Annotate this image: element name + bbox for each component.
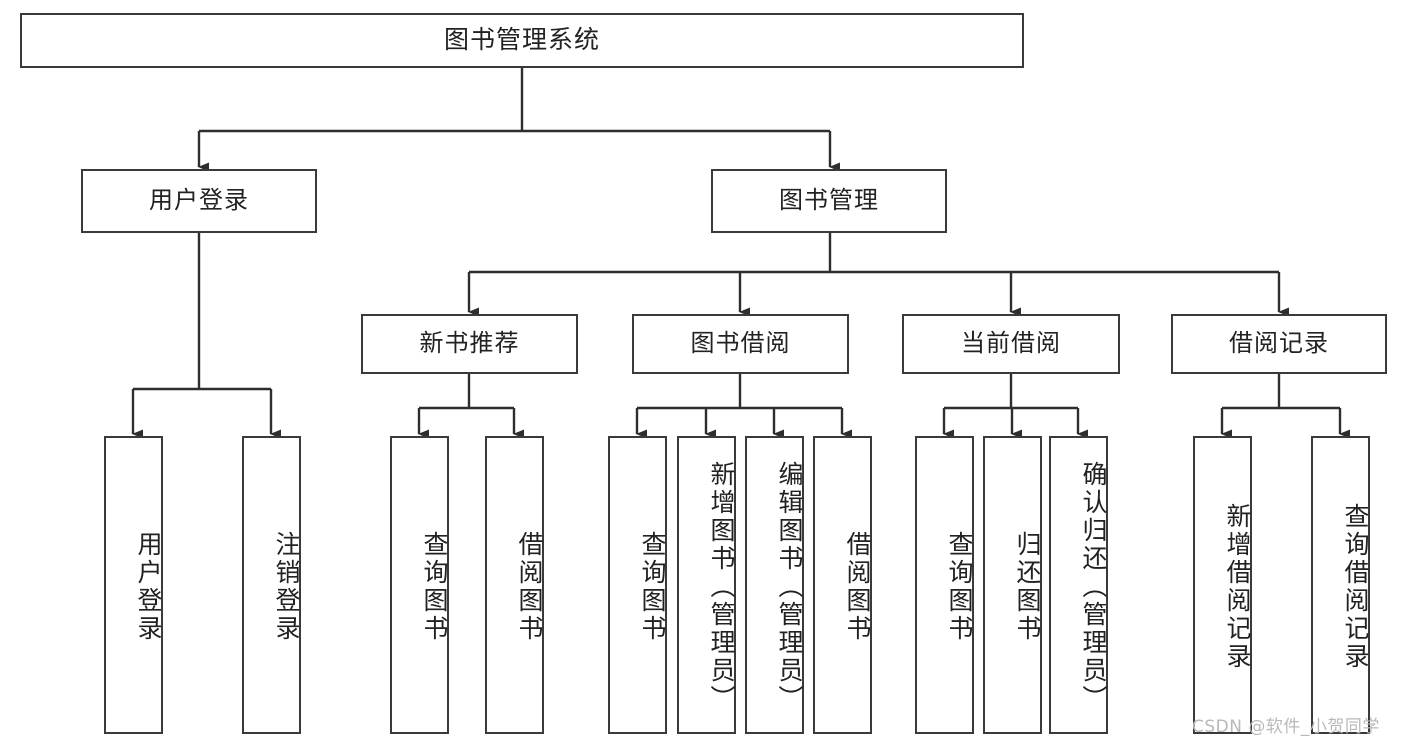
leaf-query-books-current[interactable]: 查询图书 [915, 436, 974, 734]
leaf-user-login[interactable]: 用户登录 [104, 436, 163, 734]
leaf-query-books-borrow[interactable]: 查询图书 [608, 436, 667, 734]
leaf-borrow-books-recommend[interactable]: 借阅图书 [485, 436, 544, 734]
leaf-confirm-return-admin[interactable]: 确认归还（管理员） [1049, 436, 1108, 734]
leaf-query-borrow-record[interactable]: 查询借阅记录 [1311, 436, 1370, 734]
leaf-add-book-admin[interactable]: 新增图书（管理员） [677, 436, 736, 734]
leaf-logout-login[interactable]: 注销登录 [242, 436, 301, 734]
leaf-return-books[interactable]: 归还图书 [983, 436, 1042, 734]
node-user-login[interactable]: 用户登录 [81, 169, 317, 233]
node-book-borrow[interactable]: 图书借阅 [632, 314, 849, 374]
leaf-borrow-books[interactable]: 借阅图书 [813, 436, 872, 734]
node-root-book-management-system[interactable]: 图书管理系统 [20, 13, 1024, 68]
node-new-book-recommend[interactable]: 新书推荐 [361, 314, 578, 374]
leaf-query-books-recommend[interactable]: 查询图书 [390, 436, 449, 734]
leaf-edit-book-admin[interactable]: 编辑图书（管理员） [745, 436, 804, 734]
node-current-borrow[interactable]: 当前借阅 [902, 314, 1120, 374]
node-borrow-record[interactable]: 借阅记录 [1171, 314, 1387, 374]
leaf-add-borrow-record[interactable]: 新增借阅记录 [1193, 436, 1252, 734]
node-book-management[interactable]: 图书管理 [711, 169, 947, 233]
